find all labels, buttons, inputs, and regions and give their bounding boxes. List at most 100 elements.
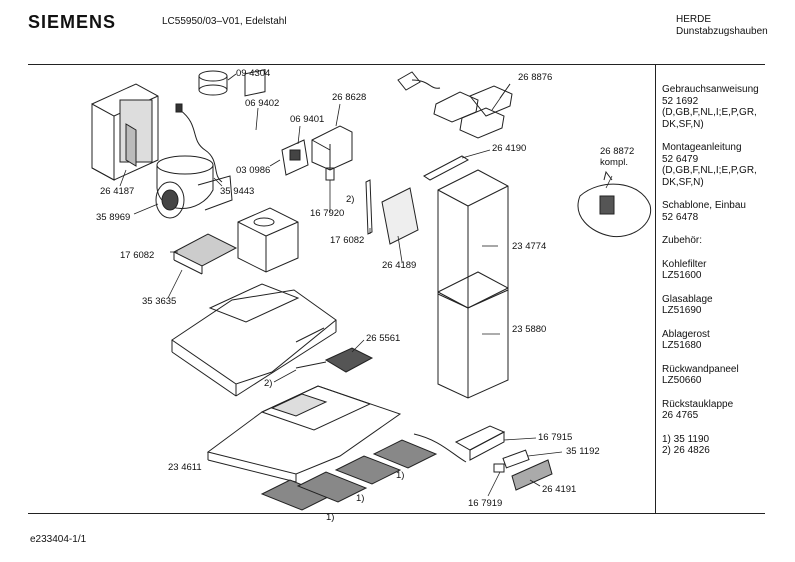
grid-filter-drawing <box>174 234 236 274</box>
sidebar-block-line: 52 1692 <box>662 95 699 107</box>
part-number-label: 17 6082 <box>330 235 365 246</box>
filter-frame-drawing <box>92 84 158 180</box>
sidebar-block-line: LZ51600 <box>662 270 702 281</box>
fan-blower-drawing <box>156 156 232 218</box>
part-kompl-note: kompl. <box>600 157 628 168</box>
sidebar-block-title: Gebrauchsanweisung <box>662 84 759 95</box>
switch-panel-drawing <box>245 70 265 96</box>
part-number-label: 16 7919 <box>468 498 503 509</box>
duct-ring-drawing <box>199 71 227 95</box>
sidebar-block-line: LZ51680 <box>662 340 702 351</box>
part-number-label: 26 4189 <box>382 260 417 271</box>
part-number-label: 26 8628 <box>332 92 367 103</box>
category-line-2: Dunstabzugshauben <box>676 26 768 37</box>
part-number-label: 26 5561 <box>366 333 401 344</box>
sidebar-block-title: Ablagerost <box>662 328 710 340</box>
control-board-drawing <box>282 140 308 175</box>
sidebar-block-title: Glasablage <box>662 293 713 305</box>
sidebar-block-title: Rückstauklappe <box>662 398 734 410</box>
part-number-label: 16 7920 <box>310 208 345 219</box>
document-id: e233404-1/1 <box>30 534 87 545</box>
sidebar-block-title: Montageanleitung <box>662 142 742 153</box>
light-housing-drawing <box>414 426 504 462</box>
part-number-label: 26 4187 <box>100 186 135 197</box>
part-number-label: 06 9401 <box>290 114 325 125</box>
part-number-label: 35 3635 <box>142 296 177 307</box>
part-number-label: 06 9402 <box>245 98 280 109</box>
part-number-label: 26 4191 <box>542 484 577 495</box>
part-number-label: 35 9443 <box>220 186 255 197</box>
sidebar-block-line: 52 6479 <box>662 153 699 165</box>
mounting-bracket-drawing <box>312 126 352 170</box>
part-number-label: 09 4304 <box>236 68 271 79</box>
category-line-1: HERDE <box>676 14 712 25</box>
wire-connector-drawing <box>366 180 372 234</box>
part-number-label: 26 8872 <box>600 146 635 157</box>
footnote-marker: 1) <box>396 470 405 481</box>
sidebar-block-line: 2) 26 4826 <box>662 445 710 456</box>
sidebar-block-line: (D,GB,F,NL,I;E,P,GR, <box>662 107 757 118</box>
part-number-label: 23 4774 <box>512 241 547 252</box>
sidebar-block-title: Kohlefilter <box>662 258 707 270</box>
power-plug-drawing <box>398 72 440 90</box>
model-designation: LC55950/03–V01, Edelstahl <box>162 16 287 27</box>
chimney-strip-drawing <box>424 156 468 180</box>
product-category: HERDE Dunstabzugshauben <box>676 14 768 38</box>
cable-drawing <box>180 110 222 182</box>
part-number-label: 03 0986 <box>236 165 271 176</box>
footnote-marker: 1) <box>326 512 335 523</box>
sidebar-divider <box>655 65 656 513</box>
part-number-label: 26 4190 <box>492 143 527 154</box>
cable-plug-drawing <box>176 104 182 112</box>
footnote-marker: 2) <box>346 194 355 205</box>
sidebar-block-title: Schablone, Einbau <box>662 200 746 211</box>
footer-divider <box>28 513 765 514</box>
footnote-marker: 2) <box>264 378 273 389</box>
fixing-kit-bag-drawing <box>578 172 651 237</box>
sidebar-block-line: 52 6478 <box>662 211 699 223</box>
lamp-drawing <box>503 450 529 468</box>
sidebar-block-line: LZ51690 <box>662 305 702 316</box>
hood-body-drawing <box>208 386 400 482</box>
part-number-label: 35 8969 <box>96 212 131 223</box>
part-number-label: 23 4611 <box>168 462 202 473</box>
cover-panel-drawing <box>382 188 418 244</box>
sidebar-block: Zubehör: <box>662 235 772 247</box>
chimney-bracket-set-drawing <box>434 86 512 138</box>
sidebar-block-title: Rückwandpaneel <box>662 363 739 375</box>
part-number-label: 26 8876 <box>518 72 553 83</box>
sidebar-block-line: DK,SF,N) <box>662 176 704 188</box>
sidebar-block-line: DK,SF,N) <box>662 118 704 130</box>
sidebar-block-title: Zubehör: <box>662 235 703 246</box>
part-number-label: 17 6082 <box>120 250 155 261</box>
header-divider <box>28 64 765 65</box>
metal-filters-drawing <box>262 440 436 510</box>
lamp-holder-drawing <box>494 464 504 472</box>
leader-lines <box>120 74 612 496</box>
lower-chimney-drawing <box>438 272 508 398</box>
sidebar-block-line: 1) 35 1190 <box>662 433 710 445</box>
light-panel-drawing <box>296 348 372 372</box>
part-number-label: 35 1192 <box>566 446 600 457</box>
part-number-label: 16 7915 <box>538 432 573 443</box>
glass-cover-drawing <box>512 460 552 490</box>
brand-logo: SIEMENS <box>28 12 117 32</box>
footnote-marker: 1) <box>356 493 365 504</box>
sidebar-block-line: 26 4765 <box>662 410 699 421</box>
fan-housing-drawing <box>238 208 298 272</box>
part-number-label: 23 5880 <box>512 324 547 335</box>
sidebar-block-line: (D,GB,F,NL,I;E,P,GR, <box>662 165 757 176</box>
sidebar-block-line: LZ50660 <box>662 375 702 386</box>
hood-canopy-drawing <box>172 284 336 396</box>
